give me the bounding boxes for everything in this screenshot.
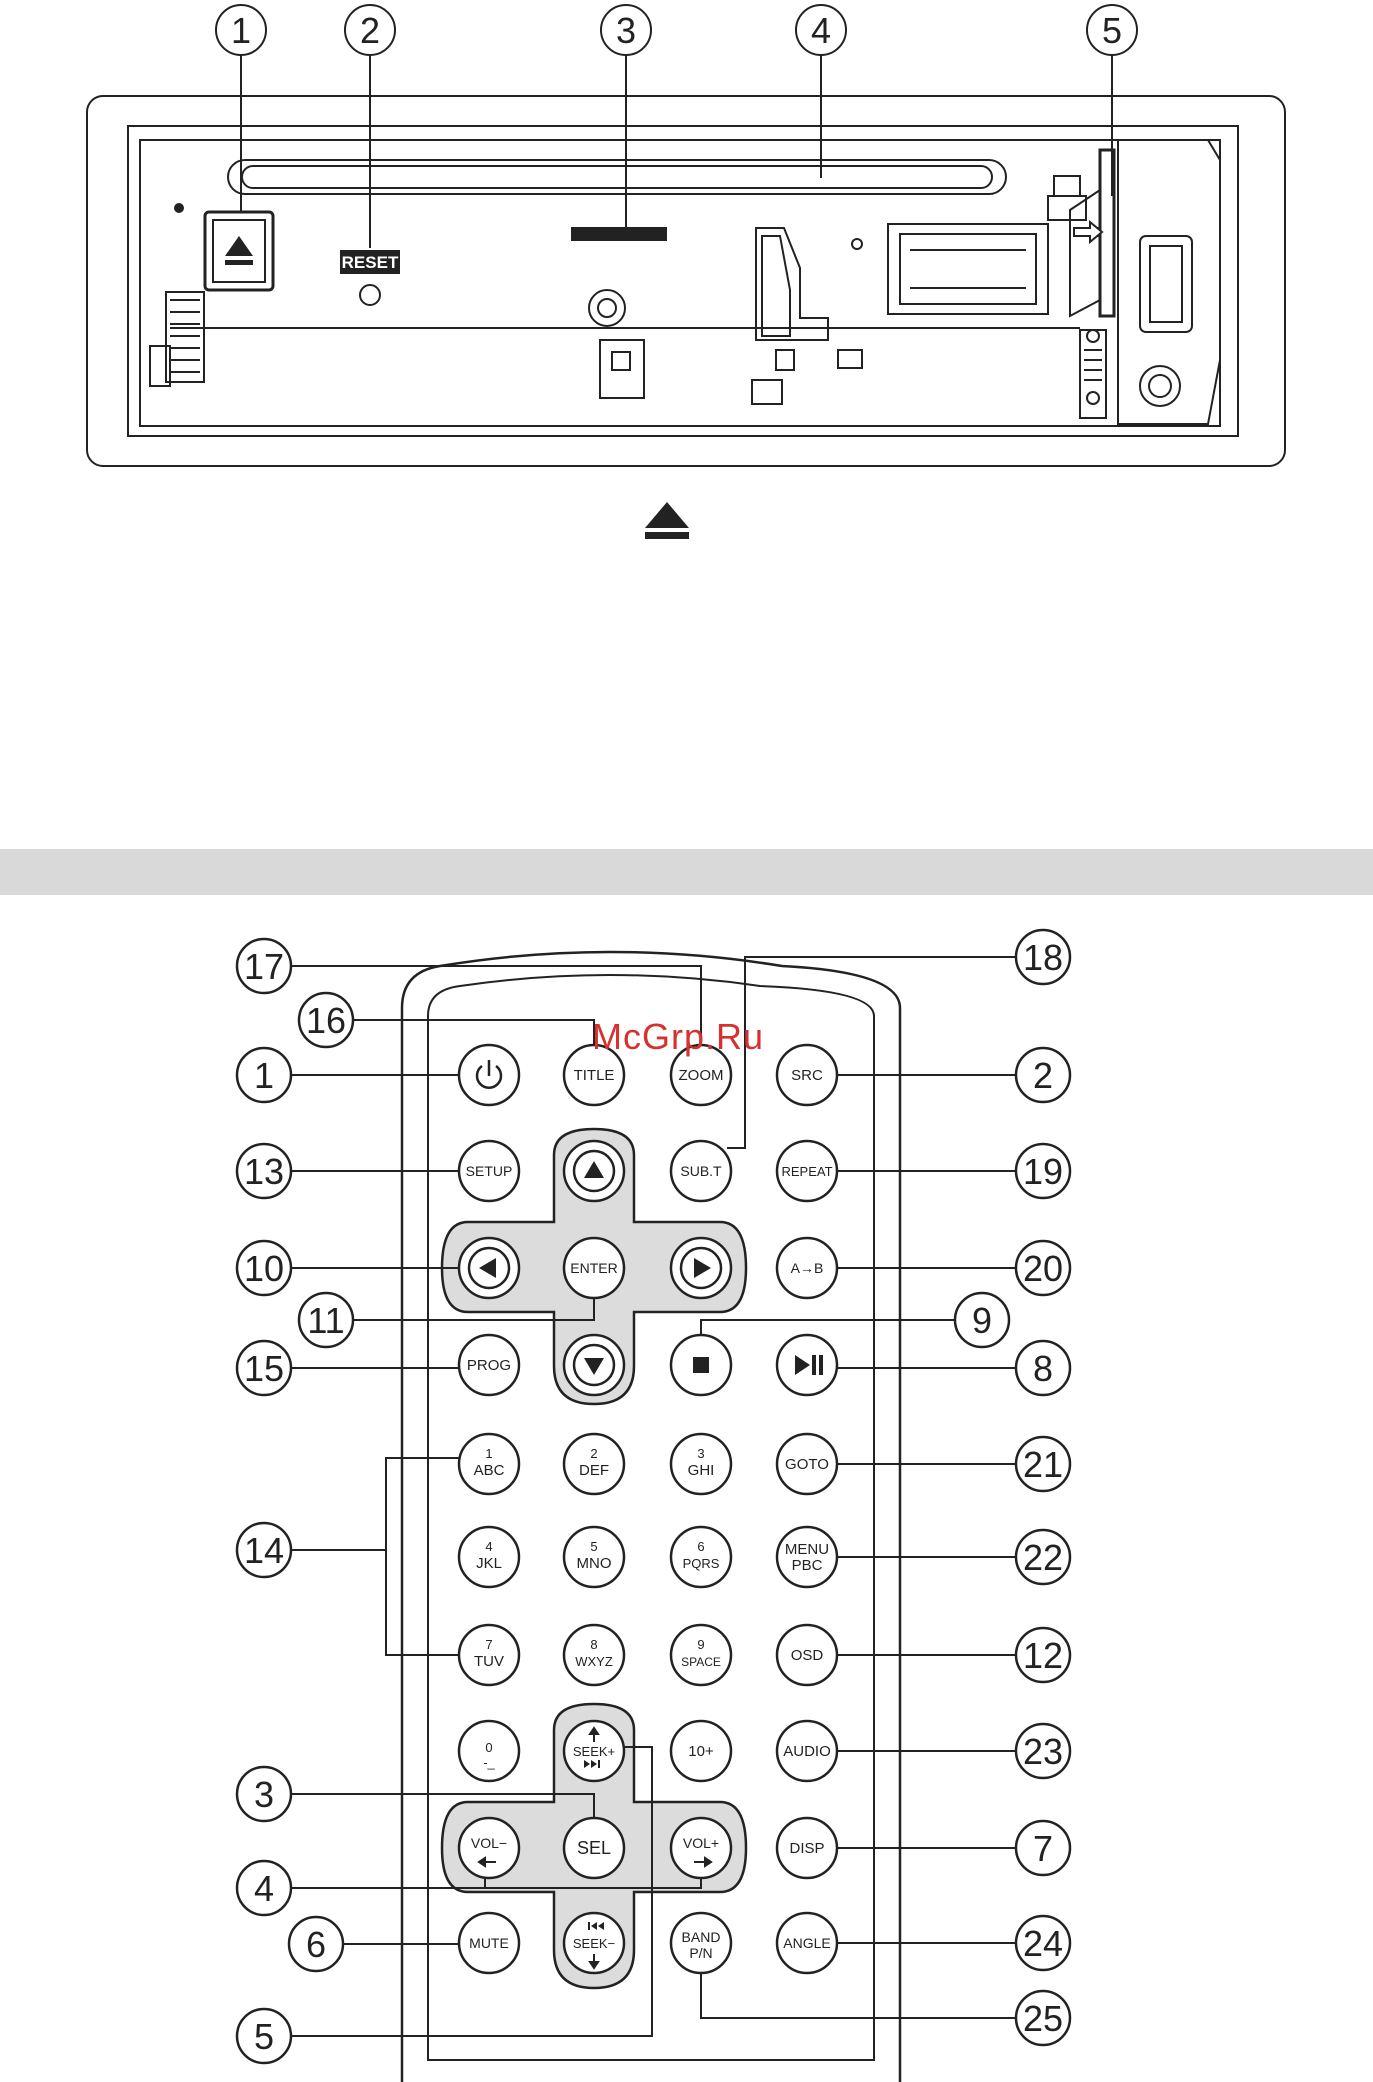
remote-callout-2: 2 — [1033, 1055, 1053, 1096]
key-6-digit: 6 — [697, 1539, 704, 1554]
angle-label: ANGLE — [783, 1935, 830, 1951]
remote-callout-18: 18 — [1023, 937, 1063, 978]
front-panel-diagram: RESET 1 2 3 4 5 — [0, 0, 1373, 560]
remote-callout-17: 17 — [244, 946, 284, 987]
key-0-symbols: -_ — [483, 1755, 495, 1770]
menu-label: MENU — [785, 1541, 829, 1558]
seek-plus-label: SEEK+ — [573, 1744, 615, 1759]
callout-1: 1 — [231, 10, 251, 51]
stop-icon — [693, 1357, 709, 1373]
key-7-digit: 7 — [485, 1637, 492, 1652]
sel-label: SEL — [577, 1838, 611, 1858]
eject-symbol-icon — [645, 502, 689, 539]
key-0-digit: 0 — [485, 1740, 492, 1755]
goto-label: GOTO — [785, 1456, 829, 1473]
key-4-digit: 4 — [485, 1539, 492, 1554]
remote-callout-10: 10 — [244, 1248, 284, 1289]
remote-callout-19: 19 — [1023, 1151, 1063, 1192]
enter-label: ENTER — [570, 1260, 617, 1276]
audio-label: AUDIO — [783, 1743, 831, 1760]
key-5-letters: MNO — [577, 1555, 612, 1572]
remote-callout-14: 14 — [244, 1530, 284, 1571]
card-slot — [572, 228, 666, 240]
key-3-digit: 3 — [697, 1446, 704, 1461]
ab-label: A→B — [791, 1260, 824, 1276]
key-1-digit: 1 — [485, 1446, 492, 1461]
key-5-digit: 5 — [590, 1539, 597, 1554]
pbc-label: PBC — [792, 1557, 823, 1574]
reset-hole — [360, 285, 380, 305]
key-8-letters: WXYZ — [575, 1654, 613, 1669]
chassis-outline — [128, 126, 1238, 436]
prog-label: PROG — [467, 1357, 511, 1374]
key-1-letters: ABC — [474, 1462, 505, 1479]
pn-label: P/N — [689, 1945, 712, 1961]
band-label: BAND — [682, 1929, 721, 1945]
connector-block — [888, 224, 1048, 314]
remote-callout-8: 8 — [1033, 1348, 1053, 1389]
remote-callout-15: 15 — [244, 1348, 284, 1389]
subt-label: SUB.T — [680, 1163, 722, 1179]
mute-label: MUTE — [469, 1935, 509, 1951]
remote-callout-22: 22 — [1023, 1537, 1063, 1578]
remote-callout-7: 7 — [1033, 1828, 1053, 1869]
disp-label: DISP — [789, 1840, 824, 1857]
key-9-letters: SPACE — [681, 1655, 721, 1669]
osd-label: OSD — [791, 1647, 824, 1664]
remote-callout-25: 25 — [1023, 1998, 1063, 2039]
remote-callout-11: 11 — [307, 1300, 344, 1341]
key-9-digit: 9 — [697, 1637, 704, 1652]
key-4-letters: JKL — [476, 1555, 502, 1572]
watermark: McGrp.Ru — [592, 1016, 764, 1058]
remote-diagram: TITLE ZOOM SRC SETUP SUB.T REPEAT ENTER … — [0, 902, 1373, 2082]
remote-callout-9: 9 — [972, 1300, 992, 1341]
remote-callout-23: 23 — [1023, 1731, 1063, 1772]
remote-callout-4: 4 — [254, 1868, 274, 1909]
remote-callout-21: 21 — [1023, 1444, 1063, 1485]
remote-callout-1: 1 — [254, 1055, 274, 1096]
title-label: TITLE — [574, 1067, 615, 1084]
setup-label: SETUP — [466, 1163, 513, 1179]
zoom-label: ZOOM — [679, 1067, 724, 1084]
eject-icon — [225, 236, 253, 265]
key-2-letters: DEF — [579, 1462, 609, 1479]
reset-label: RESET — [342, 253, 399, 272]
remote-callout-24: 24 — [1023, 1923, 1063, 1964]
seek-minus-label: SEEK− — [573, 1936, 615, 1951]
key-3-letters: GHI — [688, 1462, 715, 1479]
vol-minus-label: VOL− — [471, 1835, 507, 1851]
key-8-digit: 8 — [590, 1637, 597, 1652]
remote-callout-3: 3 — [254, 1774, 274, 1815]
vol-plus-label: VOL+ — [683, 1835, 719, 1851]
remote-callout-6: 6 — [306, 1924, 326, 1965]
key-6-letters: PQRS — [683, 1556, 720, 1571]
callout-3: 3 — [616, 10, 636, 51]
key-7-letters: TUV — [474, 1653, 504, 1670]
repeat-label: REPEAT — [781, 1164, 832, 1179]
key-2-digit: 2 — [590, 1446, 597, 1461]
section-divider-band — [0, 849, 1373, 895]
src-label: SRC — [791, 1067, 823, 1084]
remote-callout-5: 5 — [254, 2016, 274, 2057]
callout-5: 5 — [1102, 10, 1122, 51]
remote-callout-12: 12 — [1023, 1635, 1063, 1676]
callout-2: 2 — [360, 10, 380, 51]
remote-callout-13: 13 — [244, 1151, 284, 1192]
remote-callout-20: 20 — [1023, 1248, 1063, 1289]
ten-plus-label: 10+ — [688, 1743, 714, 1760]
callout-4: 4 — [811, 10, 831, 51]
remote-callout-16: 16 — [306, 1000, 346, 1041]
